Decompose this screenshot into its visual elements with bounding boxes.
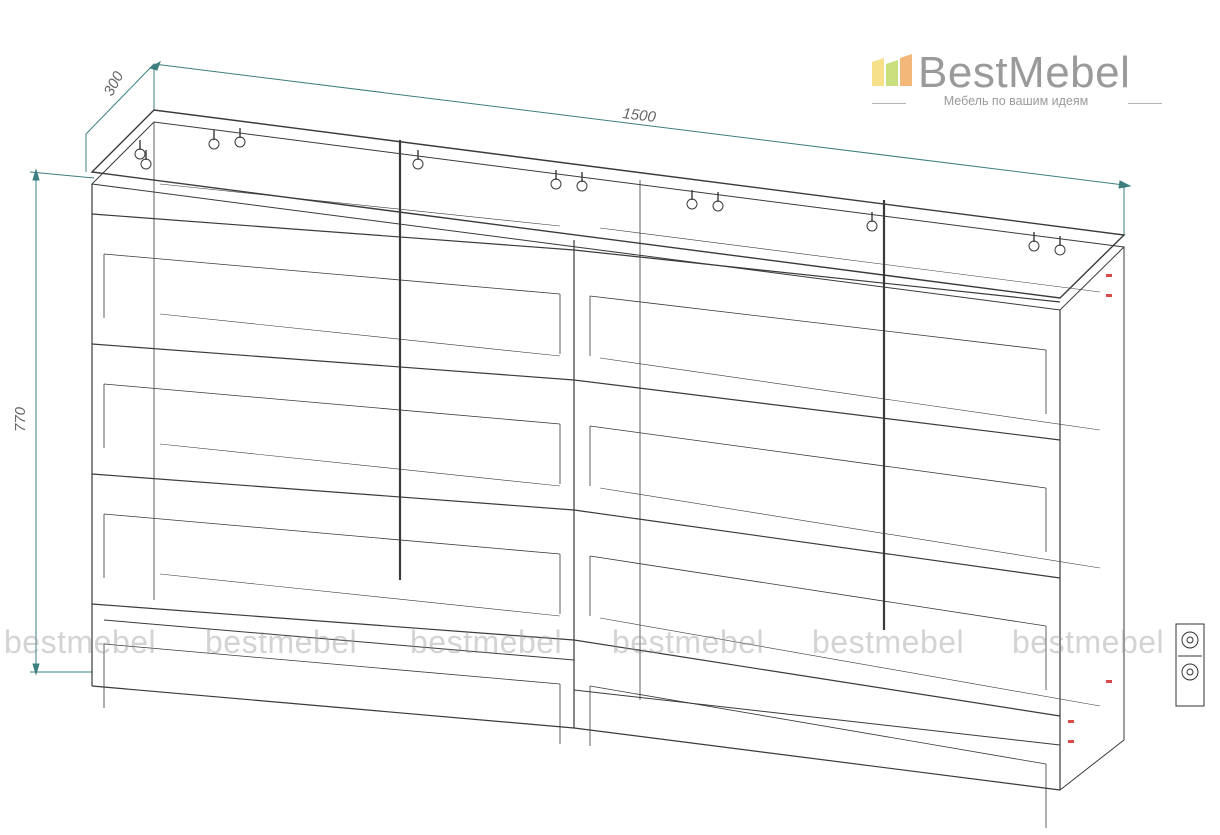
- screw: [412, 158, 424, 170]
- red-marker: [1068, 720, 1074, 723]
- screw: [686, 198, 698, 210]
- screw: [234, 136, 246, 148]
- screw: [712, 200, 724, 212]
- watermark: bestmebel: [205, 624, 358, 660]
- drawer-inner-right: [589, 295, 1047, 351]
- fitting-detail-frame: [1175, 623, 1205, 707]
- drawer-inner-left: [103, 253, 561, 295]
- drawer-top-right: [573, 509, 1061, 579]
- brand-tagline: Мебель по вашим идеям: [870, 94, 1162, 108]
- depth-label: 300: [101, 68, 128, 99]
- drawer-back-right: [599, 227, 1101, 293]
- brand-logo: BestMebel Мебель по вашим идеям: [870, 48, 1170, 118]
- drawer-top-left: [91, 343, 575, 381]
- drawer-back-left: [159, 183, 561, 227]
- drawer-inner-left: [103, 643, 561, 685]
- plinth-left: [103, 619, 575, 661]
- drawer-back-left: [159, 313, 561, 357]
- drawer-back-right: [599, 487, 1101, 569]
- drawer-top-left: [91, 603, 575, 641]
- watermark: bestmebel: [410, 624, 563, 660]
- watermark: bestmebel: [612, 624, 765, 660]
- drawer-back-left: [159, 443, 561, 487]
- screw: [1054, 244, 1066, 256]
- drawer-inner-right: [589, 555, 1047, 627]
- brand-name: BestMebel: [918, 48, 1131, 97]
- plinth-right: [573, 689, 1061, 746]
- screw: [140, 158, 152, 170]
- drawer-top-right: [573, 249, 1061, 303]
- logo-icon: [872, 54, 912, 86]
- watermark: bestmebel: [812, 624, 965, 660]
- cabinet-wireframe: [90, 109, 1126, 828]
- drawer-top-right: [573, 639, 1061, 717]
- red-marker: [1106, 274, 1112, 277]
- drawer-inner-right: [589, 425, 1047, 489]
- dimension-lines: [29, 60, 1132, 676]
- drawer-inner-left: [103, 383, 561, 425]
- drawer-top-left: [91, 473, 575, 511]
- screw: [208, 138, 220, 150]
- red-marker: [1068, 740, 1074, 743]
- drawer-inner-right: [589, 685, 1047, 765]
- drawer-top-right: [573, 379, 1061, 441]
- drawer-inner-left: [103, 513, 561, 555]
- width-label: 1500: [622, 105, 658, 126]
- screw: [1028, 240, 1040, 252]
- height-extension-top: [29, 171, 95, 179]
- width-dimension-line: [153, 63, 1125, 186]
- watermark: bestmebel: [4, 624, 157, 660]
- drawer-back-right: [599, 357, 1101, 431]
- screw: [576, 180, 588, 192]
- screw: [550, 178, 562, 190]
- depth-dimension-line: [85, 63, 155, 135]
- red-marker: [1106, 680, 1112, 683]
- watermark: bestmebel: [1012, 624, 1165, 660]
- height-label: 770: [12, 406, 29, 432]
- top-panel: [90, 109, 1126, 299]
- bottom-front-left: [91, 685, 575, 729]
- drawer-back-right: [599, 617, 1101, 707]
- red-marker: [1106, 294, 1112, 297]
- drawer-back-left: [159, 573, 561, 617]
- bottom-right-depth: [1059, 739, 1125, 791]
- bottom-front-right: [573, 727, 1061, 791]
- drawer-top-left: [91, 213, 575, 251]
- top-panel-edge: [90, 121, 1126, 311]
- fitting-detail: [1175, 623, 1205, 707]
- screw: [134, 148, 146, 160]
- screw: [866, 220, 878, 232]
